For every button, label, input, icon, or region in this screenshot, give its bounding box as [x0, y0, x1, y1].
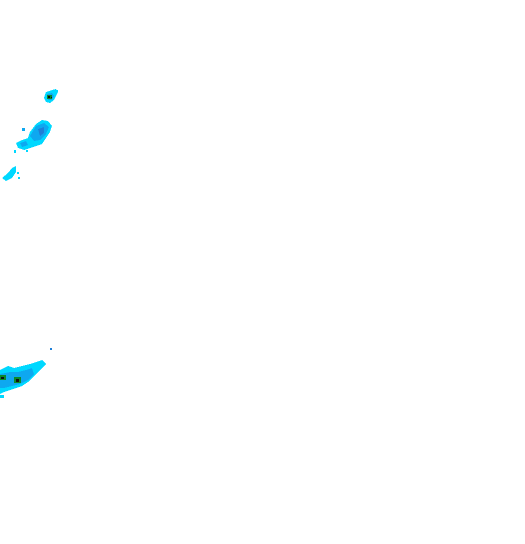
echo-mid-cluster — [14, 120, 52, 153]
echo-south-band — [0, 348, 52, 398]
echo-west-fragment — [2, 166, 20, 181]
echo-north-cell — [44, 89, 58, 103]
